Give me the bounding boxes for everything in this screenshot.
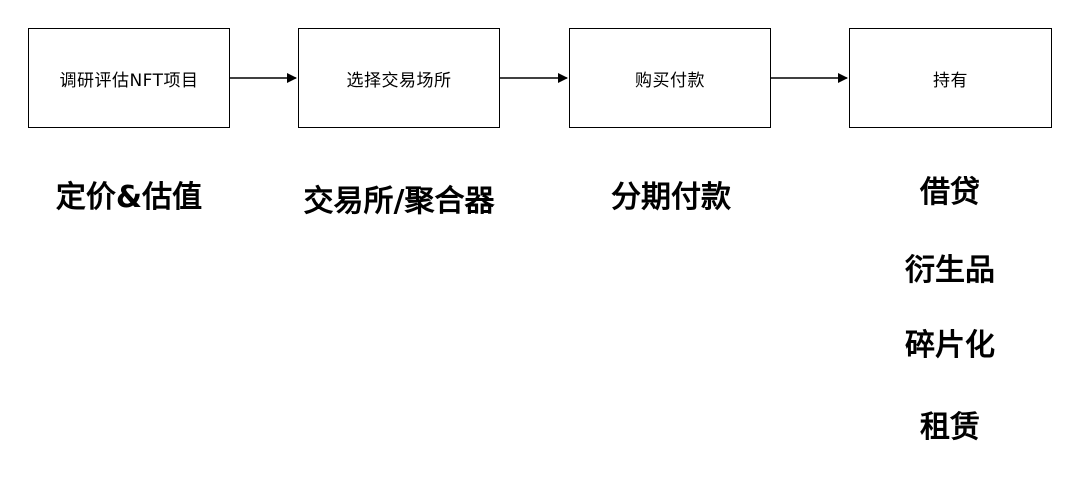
- flow-step-research-nft: 调研评估NFT项目: [28, 28, 230, 128]
- flow-step-label: 持有: [933, 70, 968, 91]
- annotation-installment: 分期付款: [611, 180, 731, 215]
- annotation-lending: 借贷: [920, 175, 980, 210]
- flow-step-label: 选择交易场所: [346, 70, 452, 91]
- annotation-rental: 租赁: [920, 410, 980, 445]
- flow-step-choose-venue: 选择交易场所: [298, 28, 500, 128]
- annotation-derivatives: 衍生品: [905, 253, 995, 288]
- flow-step-purchase-payment: 购买付款: [569, 28, 771, 128]
- annotation-pricing-valuation: 定价&估值: [55, 180, 203, 215]
- annotation-fractionalization: 碎片化: [905, 328, 995, 363]
- flow-step-label: 购买付款: [635, 70, 705, 91]
- flow-step-label: 调研评估NFT项目: [59, 70, 199, 91]
- annotation-exchange-aggregator: 交易所/聚合器: [303, 184, 495, 219]
- flow-step-hold: 持有: [849, 28, 1052, 128]
